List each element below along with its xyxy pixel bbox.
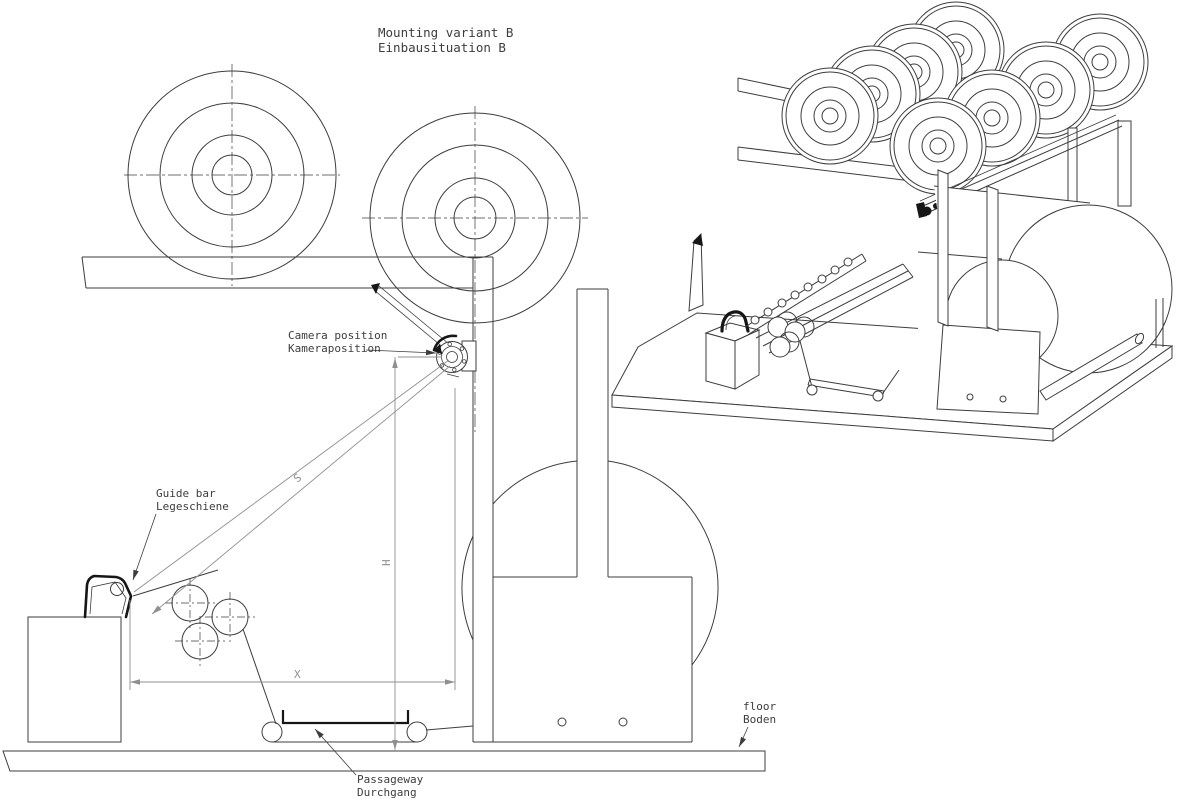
applicator-handle [720,310,750,333]
guide-bar-label-line1: Guide bar [156,487,216,500]
passageway-label-line1: Passageway [357,773,424,786]
stand-front-posts [937,169,1164,348]
guide-bar-label-line2: Legeschiene [156,500,229,513]
dimensions: S H X [129,356,456,750]
isometric-view [611,1,1174,442]
fin-plate [688,232,704,312]
guide-rollers [164,577,256,667]
drawing-title-line1: Mounting variant B [378,25,513,40]
unwinder-cabinet [27,616,122,743]
dimension-h-label: H [380,559,393,566]
upper-roll-left [124,64,340,286]
lower-roll [461,460,719,666]
stand-base-plate [936,324,1041,415]
drawing-texts: Mounting variant B Einbausituation B Cam… [156,25,776,799]
camera-label-line1: Camera position [288,329,387,342]
passageway-bracket [281,710,410,725]
base-box [473,576,693,743]
rear-post [576,288,609,577]
web-roller-left [261,721,283,743]
guide-bar-head [83,574,133,619]
shelf-beam [81,256,493,289]
iso-rollers [767,311,815,358]
annotations [132,349,749,776]
iso-web-tray [799,340,900,402]
guide-ramp [744,253,914,354]
floor-label-line2: Boden [743,713,776,726]
reel [781,67,879,165]
camera-label-line2: Kameraposition [288,342,381,355]
beam-band [755,263,914,354]
rack-rear-legs [1067,120,1132,210]
passageway-label-line2: Durchgang [357,786,417,799]
camera-leader [365,349,437,356]
camera-hood [432,334,458,352]
floor-slab [2,750,766,772]
side-view [2,64,766,772]
roller-bar [1039,332,1145,401]
passageway-leader [314,728,357,776]
web-roller-right [406,721,428,743]
dimension-s-label: S [291,471,304,485]
drawing-title-line2: Einbausituation B [378,40,506,55]
dimension-h: H [380,356,442,750]
upper-roll-right [362,106,588,432]
camera-assembly [432,334,477,378]
guide-bar-leader [132,513,157,581]
floor-label-line1: floor [743,700,776,713]
dimension-x: X [129,388,456,690]
web-path [132,569,474,743]
applicator-box [704,322,761,390]
camera-mount-arm [371,283,450,350]
floor-leader [738,726,749,748]
dimension-x-label: X [294,668,301,681]
front-post [472,257,494,742]
